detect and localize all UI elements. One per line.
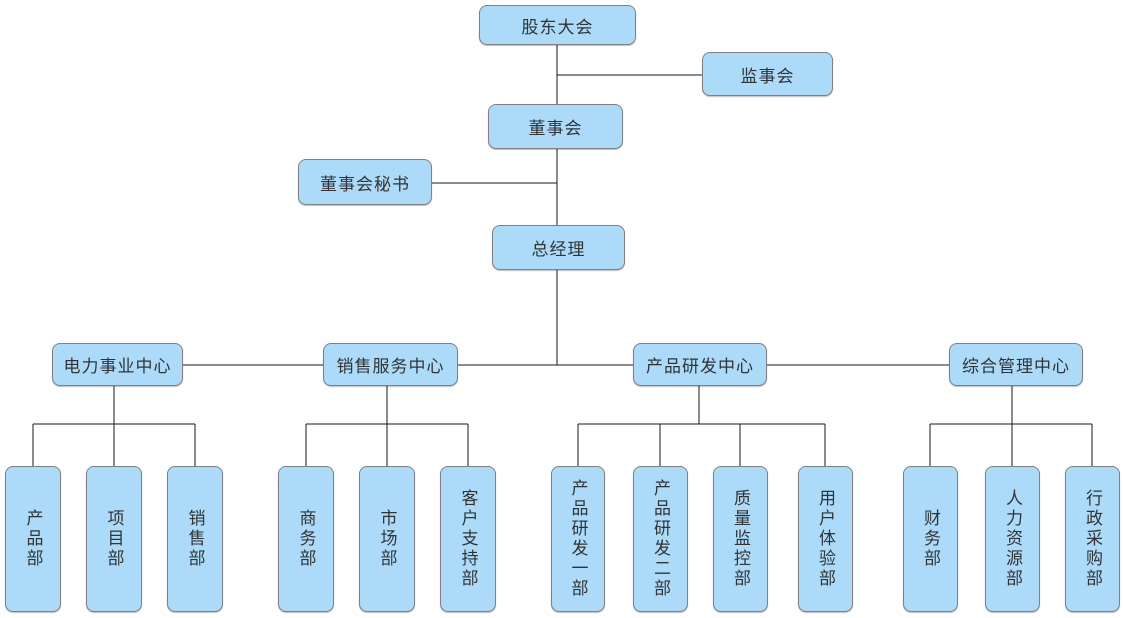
org-node-product-dept: 产品部 [5, 466, 61, 612]
org-node-label: 电力事业中心 [63, 357, 172, 376]
org-node-commerce-dept: 商务部 [278, 466, 334, 612]
org-node-label: 销售部 [185, 509, 205, 569]
org-node-label: 股东大会 [521, 17, 594, 37]
org-node-general-mgmt-center: 综合管理中心 [949, 343, 1083, 386]
connector-gm-centers [183, 270, 949, 366]
org-node-label: 产品部 [23, 509, 43, 569]
org-node-finance-dept: 财务部 [903, 466, 958, 612]
org-node-label: 产品研发中心 [646, 357, 754, 376]
org-node-label: 人力资源部 [1003, 489, 1022, 589]
org-node-hr-dept: 人力资源部 [985, 466, 1040, 612]
org-node-label: 商务部 [296, 509, 316, 569]
org-node-power-business-center: 电力事业中心 [52, 343, 183, 386]
org-node-product-rd-dept-2: 产品研发二部 [633, 466, 688, 612]
org-node-board-secretary: 董事会秘书 [298, 159, 432, 205]
connector-power-center-children [32, 386, 196, 466]
org-node-board-of-directors: 董事会 [488, 104, 623, 149]
org-node-label: 监事会 [740, 66, 795, 86]
org-node-label: 项目部 [104, 509, 124, 569]
org-node-marketing-dept: 市场部 [359, 466, 415, 612]
org-node-user-experience-dept: 用户体验部 [798, 466, 853, 612]
org-node-label: 综合管理中心 [962, 357, 1070, 376]
org-node-label: 销售服务中心 [336, 357, 445, 376]
org-node-label: 市场部 [377, 509, 397, 569]
org-node-label: 行政采购部 [1083, 489, 1102, 589]
org-node-sales-dept: 销售部 [167, 466, 223, 612]
org-node-project-dept: 项目部 [86, 466, 142, 612]
org-node-shareholders-meeting: 股东大会 [479, 5, 636, 45]
org-node-product-rd-center: 产品研发中心 [633, 343, 767, 386]
org-node-label: 总经理 [531, 240, 586, 259]
org-node-quality-control-dept: 质量监控部 [713, 466, 768, 612]
org-node-label: 质量监控部 [731, 489, 750, 589]
org-node-sales-service-center: 销售服务中心 [323, 343, 458, 386]
org-node-customer-support-dept: 客户支持部 [440, 466, 496, 612]
org-node-admin-procurement-dept: 行政采购部 [1065, 466, 1120, 612]
org-node-label: 产品研发二部 [651, 479, 670, 599]
org-node-label: 董事会秘书 [320, 174, 410, 194]
org-node-supervisory-board: 监事会 [702, 52, 833, 96]
connector-shareholders-board [556, 45, 702, 104]
connector-sales-center-children [305, 386, 469, 466]
org-node-product-rd-dept-1: 产品研发一部 [551, 466, 605, 612]
org-node-label: 财务部 [921, 509, 940, 569]
connector-rd-center-children [577, 386, 826, 466]
connector-board-gm [432, 149, 558, 225]
org-node-label: 用户体验部 [816, 489, 835, 589]
connector-mgmt-center-children [929, 386, 1093, 466]
org-node-label: 客户支持部 [458, 489, 478, 589]
org-node-label: 产品研发一部 [568, 479, 588, 599]
org-node-label: 董事会 [528, 119, 583, 138]
org-node-general-manager: 总经理 [492, 225, 625, 270]
